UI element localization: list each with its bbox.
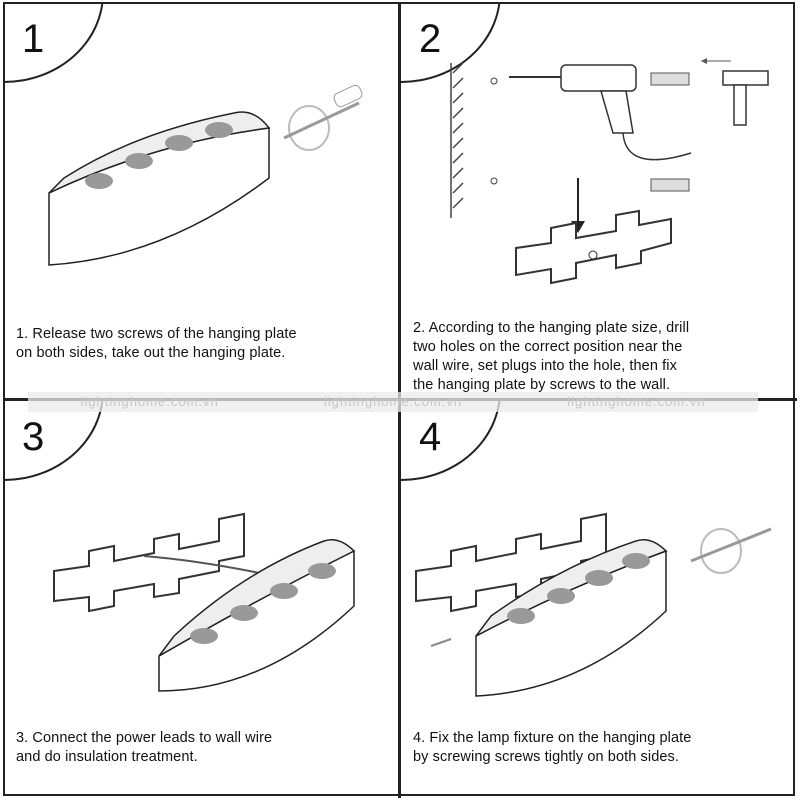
screwdriver-icon	[288, 105, 330, 151]
caption-line: 3. Connect the power leads to wall wire	[16, 730, 273, 746]
step-caption: 1. Release two screws of the hanging pla…	[16, 325, 297, 363]
step-number: 2	[419, 17, 442, 61]
caption-line: the hanging plate by screws to the wall.	[413, 377, 671, 393]
watermark-text: lightinghome.com.vn	[323, 394, 463, 409]
drill-icon	[509, 64, 692, 161]
screwdriver-icon	[700, 528, 742, 574]
caption-line: and do insulation treatment.	[16, 749, 198, 765]
wall-hatch	[450, 62, 464, 218]
caption-line: 2. According to the hanging plate size, …	[413, 320, 690, 336]
watermark-text: lightinghome.com.vn	[80, 394, 219, 409]
step-caption: 4. Fix the lamp fixture on the hanging p…	[413, 729, 691, 767]
hanging-plate	[53, 512, 245, 613]
step-number: 1	[22, 17, 45, 61]
step-2-panel: 2 2. According to the hanging plate size…	[401, 3, 796, 399]
hammer-icon	[722, 70, 769, 126]
drill-and-plate-illustration	[450, 58, 769, 285]
step-caption: 3. Connect the power leads to wall wire …	[16, 729, 272, 767]
screw-icon	[430, 638, 452, 647]
step-number: 3	[22, 415, 45, 459]
wiring-illustration	[53, 512, 356, 692]
step-caption: 2. According to the hanging plate size, …	[413, 319, 689, 395]
wall-plug-icon	[650, 72, 690, 86]
step-number: 4	[419, 415, 442, 459]
caption-line: 4. Fix the lamp fixture on the hanging p…	[413, 730, 692, 746]
watermark-text: lightinghome.com.vn	[567, 394, 706, 409]
watermark: lightinghome.com.vn lightinghome.com.vn …	[28, 392, 758, 412]
step-3-panel: 3 3. Connect the power leads to wall wir…	[4, 401, 399, 797]
caption-line: on both sides, take out the hanging plat…	[16, 345, 286, 361]
mounting-illustration	[415, 512, 772, 697]
caption-line: two holes on the correct position near t…	[413, 339, 683, 355]
hanging-plate	[515, 209, 672, 285]
caption-line: 1. Release two screws of the hanging pla…	[16, 326, 297, 342]
caption-line: by screwing screws tightly on both sides…	[413, 749, 680, 765]
wall-plug-icon	[650, 178, 690, 192]
step-4-panel: 4 4. Fix the lamp fixture on the hanging…	[401, 401, 796, 797]
caption-line: wall wire, set plugs into the hole, then…	[413, 358, 677, 374]
step-1-panel: 1 1. Release two screws of the hanging p…	[4, 3, 399, 399]
lamp-illustration	[48, 84, 363, 266]
hanging-plate	[415, 512, 607, 613]
